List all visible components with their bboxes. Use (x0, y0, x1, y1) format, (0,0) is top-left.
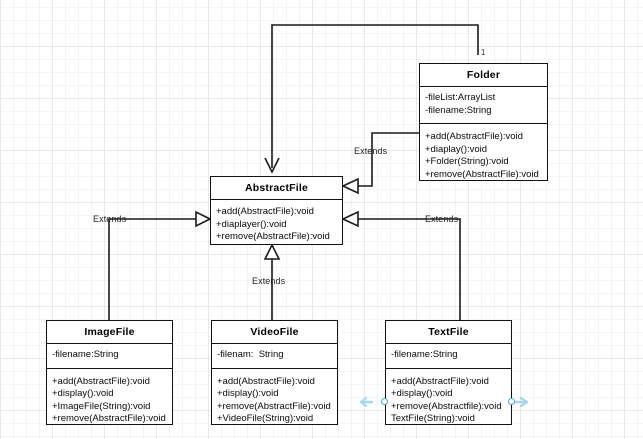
uml-attribute: -filename:String (391, 349, 458, 360)
uml-class-imagefile-title: ImageFile (47, 321, 172, 344)
edge-label-videofile-extends: Extends (252, 276, 286, 286)
uml-operation: +add(AbstractFile):void (217, 375, 315, 387)
uml-operation: +diaplay():void (425, 143, 488, 155)
uml-class-textfile-operations: +add(AbstractFile):void +display():void … (386, 369, 511, 432)
uml-operation: +remove(AbstractFile):void (216, 231, 330, 242)
edge-label-textfile-extends: Extends (425, 214, 459, 224)
uml-class-imagefile-attributes: -filename:String (47, 344, 172, 369)
uml-operation: +ImageFile(String):void (52, 400, 151, 412)
uml-class-textfile[interactable]: TextFile -filename:String +add(AbstractF… (385, 320, 512, 425)
uml-class-folder-attributes: -fileList:ArrayList -filename:String (420, 87, 547, 124)
uml-operation: +display():void (52, 388, 114, 399)
uml-class-abstractfile[interactable]: AbstractFile +add(AbstractFile):void +di… (210, 176, 343, 245)
resize-handle-left[interactable] (381, 398, 388, 405)
edge-label-imagefile-extends: Extends (93, 214, 127, 224)
uml-operation: +add(AbstractFile):void (52, 375, 150, 387)
uml-operation: +display():void (217, 388, 279, 399)
uml-class-folder-operations: +add(AbstractFile):void +diaplay():void … (420, 124, 547, 187)
uml-class-videofile[interactable]: VideoFile -filenam: String +add(Abstract… (211, 320, 338, 425)
generalization-folder-abstractfile (341, 132, 419, 195)
uml-operation: +diaplayer():void (216, 218, 287, 230)
uml-attribute: -filenam: String (217, 349, 284, 360)
uml-operation: TextFile(String):void (391, 413, 475, 424)
uml-operation: +Folder(String):void (425, 156, 509, 167)
uml-operation: +add(AbstractFile):void (391, 375, 489, 387)
multiplicity-label-folder: 1 (481, 48, 486, 57)
resize-handle-right[interactable] (508, 398, 515, 405)
uml-attribute: -fileList:ArrayList (425, 92, 496, 103)
connection-arrow-left[interactable] (359, 396, 374, 408)
uml-operation: +display():void (391, 388, 453, 399)
generalization-imagefile-abstractfile (108, 210, 212, 320)
uml-class-videofile-title: VideoFile (212, 321, 337, 344)
uml-class-imagefile-operations: +add(AbstractFile):void +display():void … (47, 369, 172, 432)
uml-class-textfile-attributes: -filename:String (386, 344, 511, 369)
generalization-textfile-abstractfile (341, 210, 461, 320)
uml-class-folder[interactable]: Folder -fileList:ArrayList -filename:Str… (419, 63, 548, 181)
uml-operation: +remove(AbstractFile):void (217, 400, 331, 412)
uml-attribute: -filename:String (52, 349, 119, 360)
uml-operation: +add(AbstractFile):void (425, 131, 523, 142)
uml-operation: +remove(AbstractFile):void (425, 168, 539, 180)
uml-class-imagefile[interactable]: ImageFile -filename:String +add(Abstract… (46, 320, 173, 425)
edge-label-folder-extends: Extends (354, 146, 388, 156)
uml-class-textfile-title: TextFile (386, 321, 511, 344)
connection-arrow-right[interactable] (512, 396, 529, 408)
uml-operation: +remove(AbstractFile):void (52, 413, 166, 424)
uml-class-videofile-attributes: -filenam: String (212, 344, 337, 369)
uml-operation: +remove(Abstractfile):void (391, 400, 502, 412)
uml-class-videofile-operations: +add(AbstractFile):void +display():void … (212, 369, 337, 432)
uml-class-abstractfile-operations: +add(AbstractFile):void +diaplayer():voi… (211, 200, 342, 250)
uml-class-folder-title: Folder (420, 64, 547, 87)
uml-operation: +VideoFile(String):void (217, 413, 314, 424)
uml-operation: +add(AbstractFile):void (216, 206, 314, 217)
uml-attribute: -filename:String (425, 104, 492, 116)
uml-class-abstractfile-title: AbstractFile (211, 177, 342, 200)
